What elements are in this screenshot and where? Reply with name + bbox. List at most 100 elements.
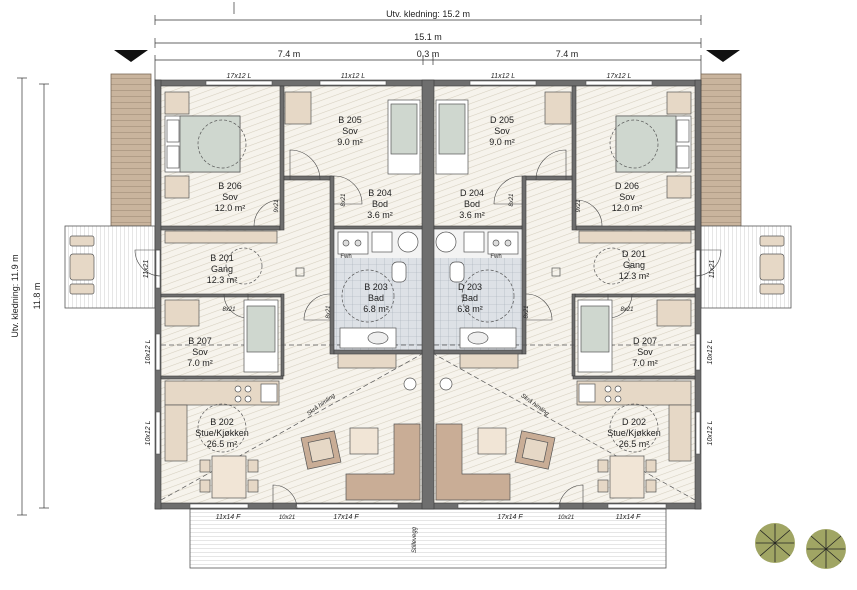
svg-text:8x21: 8x21 (341, 193, 347, 206)
svg-text:11x12 L: 11x12 L (491, 73, 515, 80)
room-b207: B 207 Sov 7.0 m² (187, 336, 213, 368)
svg-text:10x21: 10x21 (279, 515, 295, 521)
room-b202: B 202 Stue/Kjøkken 26.5 m² (195, 417, 249, 449)
room-b203: B 203 Bad 6.8 m² (363, 282, 389, 314)
svg-text:10x12 L: 10x12 L (145, 339, 152, 364)
svg-text:Gang: Gang (623, 260, 645, 270)
svg-text:17x14 F: 17x14 F (333, 514, 359, 521)
right-width-label: 7.4 m (556, 49, 579, 59)
svg-text:8x21: 8x21 (620, 307, 633, 313)
svg-text:B 203: B 203 (364, 282, 388, 292)
svg-text:7.0 m²: 7.0 m² (632, 358, 658, 368)
section-arrow-right (706, 50, 740, 62)
svg-text:9.0 m²: 9.0 m² (337, 137, 363, 147)
room-b205: B 205 Sov 9.0 m² (337, 115, 363, 147)
room-b204: B 204 Bod 3.6 m² (367, 188, 393, 220)
svg-text:D 205: D 205 (490, 115, 514, 125)
svg-text:D 202: D 202 (622, 417, 646, 427)
svg-text:Bad: Bad (368, 293, 384, 303)
svg-text:12.3 m²: 12.3 m² (207, 275, 238, 285)
svg-text:D 206: D 206 (615, 181, 639, 191)
room-b201: B 201 Gang 12.3 m² (207, 253, 238, 285)
door-labels: 9x21 8x21 8x21 9x21 8x21 8x21 8x21 8x21 … (222, 193, 633, 521)
svg-text:Sov: Sov (192, 347, 208, 357)
svg-text:9.0 m²: 9.0 m² (489, 137, 515, 147)
svg-text:D 203: D 203 (458, 282, 482, 292)
svg-text:Gang: Gang (211, 264, 233, 274)
furniture (164, 91, 692, 501)
outer-height-label: Utv. kledning: 11.9 m (10, 254, 20, 337)
room-b206: B 206 Sov 12.0 m² (215, 181, 246, 213)
svg-text:Bad: Bad (462, 293, 478, 303)
svg-text:B 206: B 206 (218, 181, 242, 191)
door-swings (134, 149, 722, 510)
svg-text:11x14 F: 11x14 F (216, 514, 241, 521)
svg-text:12.3 m²: 12.3 m² (619, 271, 650, 281)
svg-text:3.6 m²: 3.6 m² (459, 210, 485, 220)
outer-width-label: Utv. kledning: 15.2 m (386, 9, 470, 19)
svg-text:6.8 m²: 6.8 m² (363, 304, 389, 314)
svg-text:Sov: Sov (494, 126, 510, 136)
svg-text:11x14 F: 11x14 F (616, 514, 641, 521)
svg-text:26.5 m²: 26.5 m² (207, 439, 238, 449)
svg-text:B 202: B 202 (210, 417, 234, 427)
svg-text:B 207: B 207 (188, 336, 212, 346)
svg-text:12.0 m²: 12.0 m² (215, 203, 246, 213)
svg-text:9x21: 9x21 (274, 199, 280, 212)
tree-icon (755, 523, 846, 569)
svg-text:B 204: B 204 (368, 188, 392, 198)
svg-text:8x21: 8x21 (326, 305, 332, 318)
svg-text:Sov: Sov (637, 347, 653, 357)
room-d201: D 201 Gang 12.3 m² (619, 249, 650, 281)
svg-text:17x12 L: 17x12 L (227, 73, 252, 80)
room-d205: D 205 Sov 9.0 m² (489, 115, 515, 147)
svg-text:Bod: Bod (464, 199, 480, 209)
svg-text:Fwh: Fwh (340, 254, 351, 260)
svg-text:Stillevegg: Stillevegg (412, 526, 418, 553)
svg-text:3.6 m²: 3.6 m² (367, 210, 393, 220)
svg-text:Stue/Kjøkken: Stue/Kjøkken (195, 428, 249, 438)
room-d206: D 206 Sov 12.0 m² (612, 181, 643, 213)
svg-text:9x21: 9x21 (576, 199, 582, 212)
total-width-label: 15.1 m (414, 32, 442, 42)
svg-text:D 207: D 207 (633, 336, 657, 346)
svg-text:B 201: B 201 (210, 253, 234, 263)
svg-text:8x21: 8x21 (524, 305, 530, 318)
svg-text:10x21: 10x21 (558, 515, 574, 521)
svg-text:7.0 m²: 7.0 m² (187, 358, 213, 368)
svg-text:Sov: Sov (342, 126, 358, 136)
stair-left (110, 73, 152, 227)
svg-text:Sov: Sov (619, 192, 635, 202)
svg-text:Stue/Kjøkken: Stue/Kjøkken (607, 428, 661, 438)
room-d203: D 203 Bad 6.8 m² (457, 282, 483, 314)
svg-text:Sov: Sov (222, 192, 238, 202)
svg-text:10x12 L: 10x12 L (145, 420, 152, 445)
section-arrow-left (114, 50, 148, 62)
gap-width-label: 0.3 m (417, 49, 440, 59)
walls (154, 79, 702, 510)
windows (155, 80, 701, 509)
svg-text:11x21: 11x21 (709, 260, 716, 279)
svg-text:8x21: 8x21 (509, 193, 515, 206)
room-d202: D 202 Stue/Kjøkken 26.5 m² (607, 417, 661, 449)
balcony-bottom (189, 508, 667, 569)
room-d207: D 207 Sov 7.0 m² (632, 336, 658, 368)
left-width-label: 7.4 m (278, 49, 301, 59)
stair-right (700, 73, 742, 227)
window-labels: 17x12 L 11x12 L 11x12 L 17x12 L 10x12 L … (143, 73, 716, 521)
svg-text:Bod: Bod (372, 199, 388, 209)
svg-text:10x12 L: 10x12 L (707, 420, 714, 445)
svg-text:17x12 L: 17x12 L (607, 73, 632, 80)
svg-text:12.0 m²: 12.0 m² (612, 203, 643, 213)
svg-text:Fwh: Fwh (490, 254, 501, 260)
exterior-elements (64, 73, 792, 569)
svg-text:D 204: D 204 (460, 188, 484, 198)
inner-height-label: 11.8 m (32, 283, 42, 310)
svg-text:11x12 L: 11x12 L (341, 73, 365, 80)
svg-text:B 205: B 205 (338, 115, 362, 125)
svg-text:11x21: 11x21 (143, 260, 150, 279)
svg-text:17x14 F: 17x14 F (497, 514, 523, 521)
svg-text:26.5 m²: 26.5 m² (619, 439, 650, 449)
svg-text:6.8 m²: 6.8 m² (457, 304, 483, 314)
